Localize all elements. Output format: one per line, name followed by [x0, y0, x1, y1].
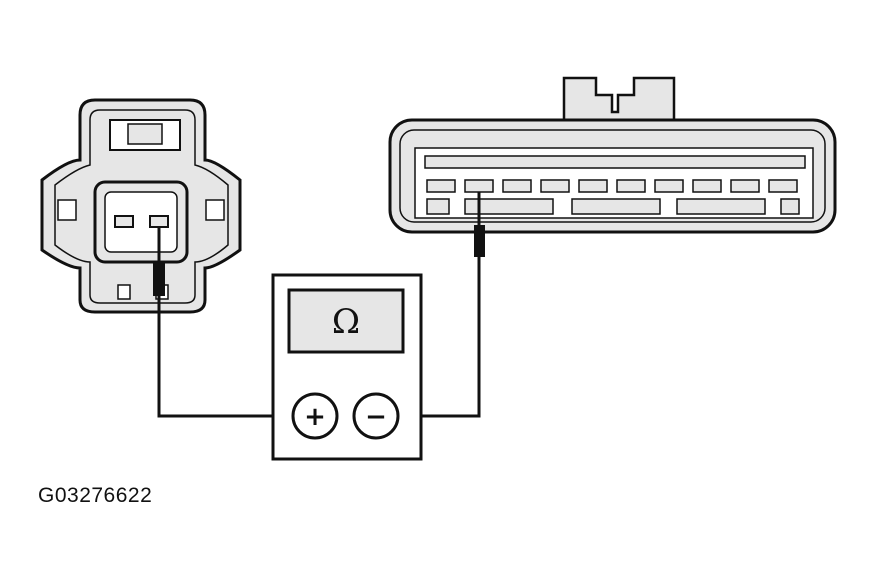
test-probe-icon — [153, 227, 165, 296]
negative-lead-wire — [402, 257, 481, 418]
sensor-connector-icon — [40, 98, 242, 314]
module-connector-icon — [388, 76, 837, 234]
test-probe-icon — [474, 192, 485, 257]
ohmmeter-icon: Ω + − — [271, 273, 423, 461]
positive-terminal — [291, 392, 339, 440]
negative-terminal — [352, 392, 400, 440]
negative-terminal-sign: − — [365, 402, 387, 432]
positive-terminal-sign: + — [304, 402, 326, 432]
positive-lead-wire — [157, 296, 292, 418]
ohm-symbol: Ω — [332, 302, 360, 342]
figure-code: G03276622 — [38, 484, 153, 507]
